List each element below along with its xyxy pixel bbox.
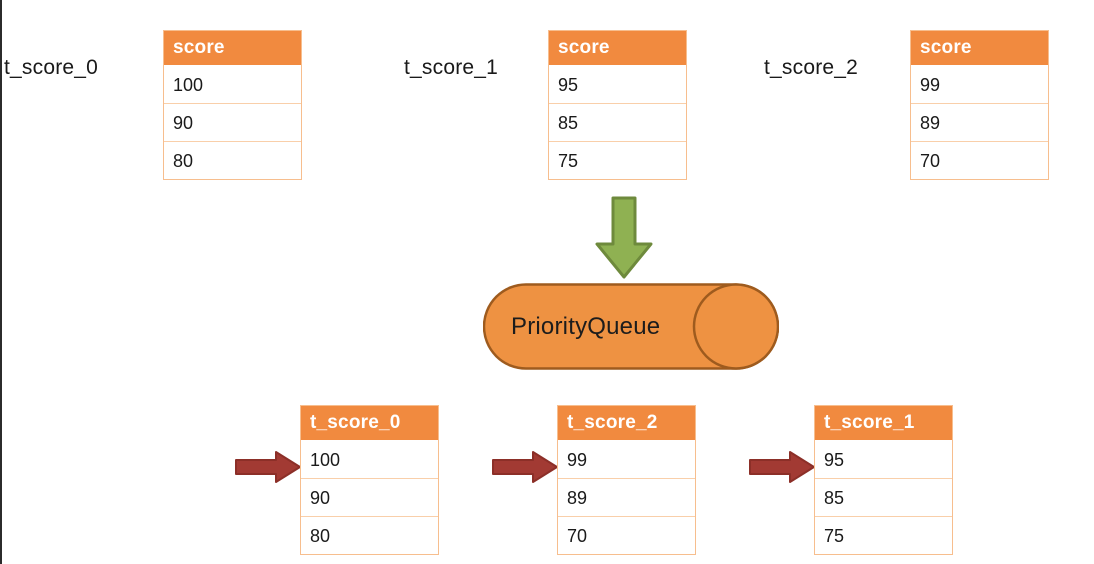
result-table-1-header: t_score_2 bbox=[558, 406, 695, 440]
right-arrow-icon bbox=[234, 450, 302, 484]
priority-queue-shape: PriorityQueue bbox=[482, 283, 780, 370]
down-arrow-icon bbox=[594, 196, 654, 280]
source-table-1-header: score bbox=[549, 31, 686, 65]
table-row: 100 bbox=[164, 65, 301, 103]
table-row: 90 bbox=[301, 478, 438, 516]
table-row: 80 bbox=[164, 141, 301, 179]
right-arrow-icon bbox=[748, 450, 816, 484]
result-table-2: t_score_1 95 85 75 bbox=[814, 405, 953, 555]
right-arrow-icon bbox=[491, 450, 559, 484]
table-row: 99 bbox=[911, 65, 1048, 103]
source-table-1: score 95 85 75 bbox=[548, 30, 687, 180]
table-row: 99 bbox=[558, 440, 695, 478]
table-row: 70 bbox=[911, 141, 1048, 179]
source-table-0: score 100 90 80 bbox=[163, 30, 302, 180]
table-row: 75 bbox=[815, 516, 952, 554]
table-row: 95 bbox=[549, 65, 686, 103]
source-table-2-header: score bbox=[911, 31, 1048, 65]
result-table-2-header: t_score_1 bbox=[815, 406, 952, 440]
table-row: 89 bbox=[558, 478, 695, 516]
result-table-0: t_score_0 100 90 80 bbox=[300, 405, 439, 555]
source-table-0-header: score bbox=[164, 31, 301, 65]
table-row: 85 bbox=[549, 103, 686, 141]
source-table-label-2: t_score_2 bbox=[764, 56, 859, 79]
source-table-2: score 99 89 70 bbox=[910, 30, 1049, 180]
table-row: 90 bbox=[164, 103, 301, 141]
result-table-0-header: t_score_0 bbox=[301, 406, 438, 440]
table-row: 100 bbox=[301, 440, 438, 478]
table-row: 80 bbox=[301, 516, 438, 554]
table-row: 70 bbox=[558, 516, 695, 554]
source-table-label-0: t_score_0 bbox=[4, 56, 99, 79]
table-row: 89 bbox=[911, 103, 1048, 141]
table-row: 85 bbox=[815, 478, 952, 516]
table-row: 95 bbox=[815, 440, 952, 478]
table-row: 75 bbox=[549, 141, 686, 179]
result-table-1: t_score_2 99 89 70 bbox=[557, 405, 696, 555]
source-table-label-1: t_score_1 bbox=[404, 56, 499, 79]
